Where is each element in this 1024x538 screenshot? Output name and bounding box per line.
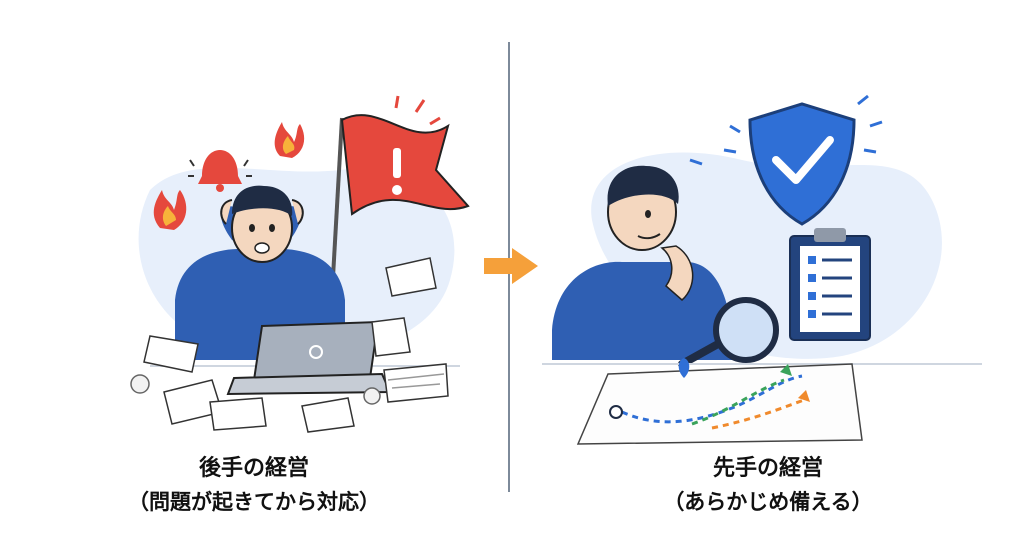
fire-icon [153,190,187,230]
magnifying-glass-icon [678,297,779,368]
stressed-manager-illustration [130,95,470,433]
alarm-bell-icon [188,150,252,192]
fire-icon [274,122,305,158]
checklist-clipboard-icon [789,228,871,341]
planning-manager-illustration [542,94,982,445]
right-title: 先手の経営 [712,456,823,481]
shield-check-icon [689,94,883,226]
right-subtitle: （あらかじめ備える） [663,490,873,514]
reactive-management-panel: 後手の経営 （問題が起きてから対応） [0,0,508,538]
thinking-person [552,165,734,360]
scattered-papers [143,257,449,433]
proactive-management-panel: 先手の経営 （あらかじめ備える） [512,0,1024,538]
right-arrow-icon [484,248,538,284]
laptop-icon [226,320,392,396]
route-map-icon [576,358,863,445]
left-title: 後手の経営 [198,456,309,481]
left-subtitle: （問題が起きてから対応） [128,490,380,514]
